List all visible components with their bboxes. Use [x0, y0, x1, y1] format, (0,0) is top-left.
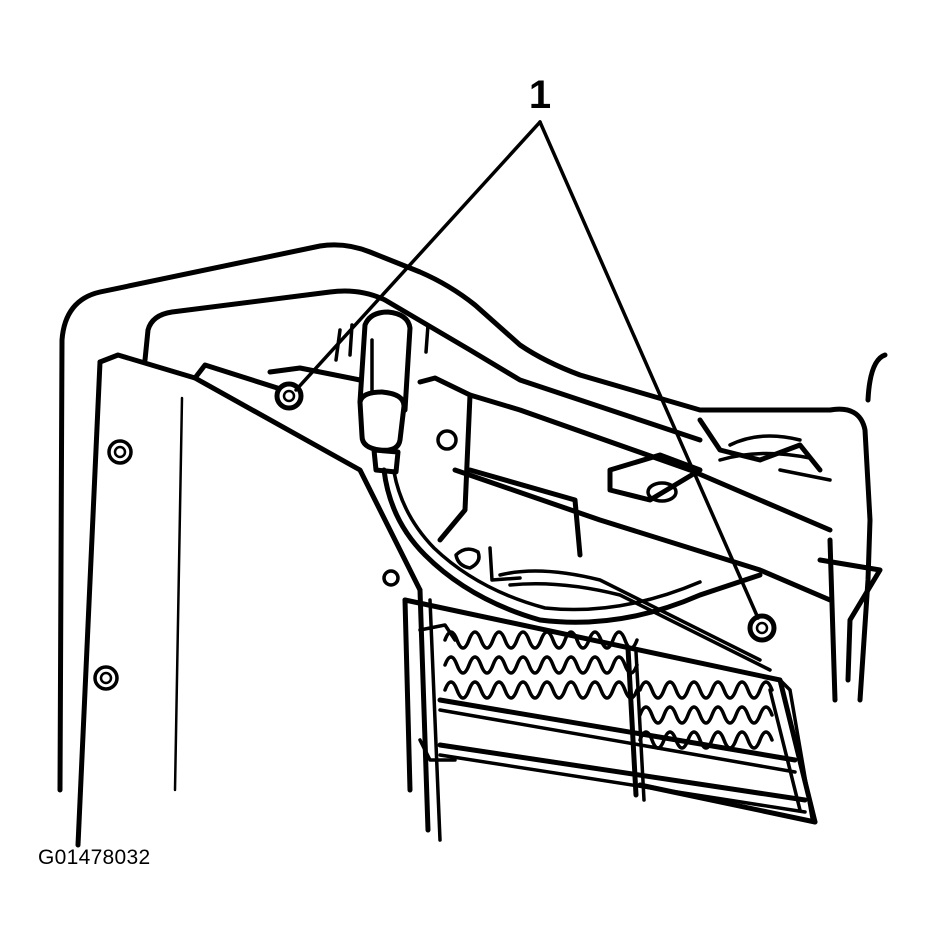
panel-screw-upper [107, 439, 133, 465]
panel-screw-lower [93, 665, 119, 691]
callout-1-label: 1 [529, 73, 551, 117]
fastener-right [747, 613, 777, 643]
housing-outer [57, 242, 833, 793]
clip-parts [382, 546, 772, 672]
right-frame [778, 352, 888, 703]
heater-coil-lower [638, 680, 774, 750]
sensor-cable [381, 467, 763, 625]
sensor-connector [334, 309, 430, 475]
figure-id: G01478032 [38, 846, 151, 869]
heater-coil-upper [443, 630, 639, 700]
callout-1-leaders [294, 120, 760, 620]
support-bracket [417, 375, 833, 603]
heater-element [402, 587, 818, 842]
door-panel [75, 352, 423, 848]
